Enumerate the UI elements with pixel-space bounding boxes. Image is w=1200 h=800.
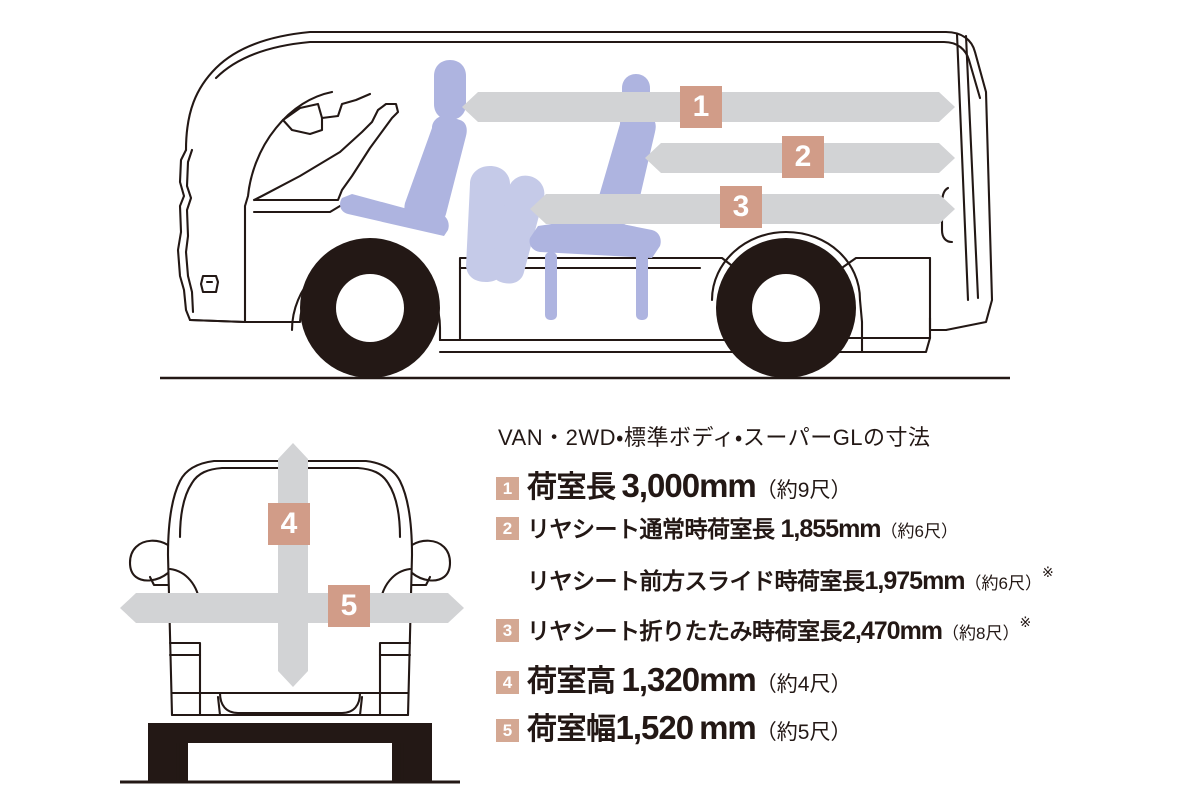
legend-badge-3: 3 xyxy=(496,619,519,642)
legend-row-3: リヤシート前方スライド時荷室長1,975mm（約6尺）※ xyxy=(496,562,1136,602)
legend-row-4-label: リヤシート折りたたみ時荷室長 xyxy=(527,618,843,644)
side-view-illustration: 1 2 3 xyxy=(0,0,1010,395)
rear-view-left-tire xyxy=(148,723,188,781)
legend-badge-1: 1 xyxy=(496,477,519,500)
legend-row-6-paren: （約5尺） xyxy=(755,721,852,744)
legend-row-1-unit: mm xyxy=(699,467,757,504)
legend-badge-4: 4 xyxy=(496,671,519,694)
legend-row-4-paren: （約8尺） xyxy=(942,624,1020,643)
dimension-badge-4: 4 xyxy=(268,503,310,545)
dimension-badge-2: 2 xyxy=(782,136,824,178)
legend-row-5-label: 荷室高 xyxy=(527,665,616,698)
dimension-badge-5: 5 xyxy=(328,585,370,627)
legend-row-6-label: 荷室幅 xyxy=(527,713,616,746)
legend-row-5-paren: （約4尺） xyxy=(755,673,852,696)
legend-row-3-asterisk: ※ xyxy=(1042,564,1054,580)
front-wheel xyxy=(300,238,440,378)
legend-row-3-unit: mm xyxy=(922,567,965,595)
legend-row-3-value: 1,975 xyxy=(864,567,924,595)
legend-row-2-unit: mm xyxy=(838,515,881,543)
legend-row-1-value: 3,000 xyxy=(621,467,701,504)
legend-row-6-unit: mm xyxy=(699,709,757,746)
dimension-arrow-4 xyxy=(278,443,308,687)
legend-badge-5: 5 xyxy=(496,719,519,742)
rear-wheel xyxy=(716,238,856,378)
legend-row-5-unit: mm xyxy=(699,661,757,698)
legend-title: VAN・2WD・標準ボディ・スーパーGLの寸法 xyxy=(498,425,931,450)
legend-row-4-text: リヤシート折りたたみ時荷室長2,470mm（約8尺）※ xyxy=(527,612,1031,646)
legend-row-3-text: リヤシート前方スライド時荷室長1,975mm（約6尺）※ xyxy=(527,562,1054,596)
dimension-arrow-5 xyxy=(120,593,464,623)
legend-row-4: 3 リヤシート折りたたみ時荷室長2,470mm（約8尺）※ xyxy=(496,612,1136,652)
legend-row-2-value: 1,855 xyxy=(780,515,840,543)
legend-row-1-label: 荷室長 xyxy=(527,471,616,504)
dimension-badge-3: 3 xyxy=(720,186,762,228)
legend-row-5-value: 1,320 xyxy=(621,661,701,698)
rear-view-illustration: 4 5 xyxy=(110,425,470,795)
legend-row-4-asterisk: ※ xyxy=(1019,614,1032,630)
legend-row-4-unit: mm xyxy=(899,617,943,645)
legend-row-6-value: 1,520 xyxy=(615,709,695,746)
legend-row-3-label: リヤシート前方スライド時荷室長 xyxy=(527,568,865,594)
legend-row-1-paren: （約9尺） xyxy=(755,479,852,502)
legend-badge-2: 2 xyxy=(496,517,519,540)
legend-row-2-paren: （約6尺） xyxy=(880,522,958,541)
legend-row-3-paren: （約6尺） xyxy=(964,574,1042,593)
rear-chassis-band xyxy=(148,723,432,743)
dimension-badge-1: 1 xyxy=(680,86,722,128)
legend-row-4-value: 2,470 xyxy=(842,617,901,645)
rear-view-right-tire xyxy=(392,723,432,781)
side-view-svg xyxy=(160,30,1010,380)
legend-row-2-label: リヤシート通常時荷室長 xyxy=(527,516,775,542)
